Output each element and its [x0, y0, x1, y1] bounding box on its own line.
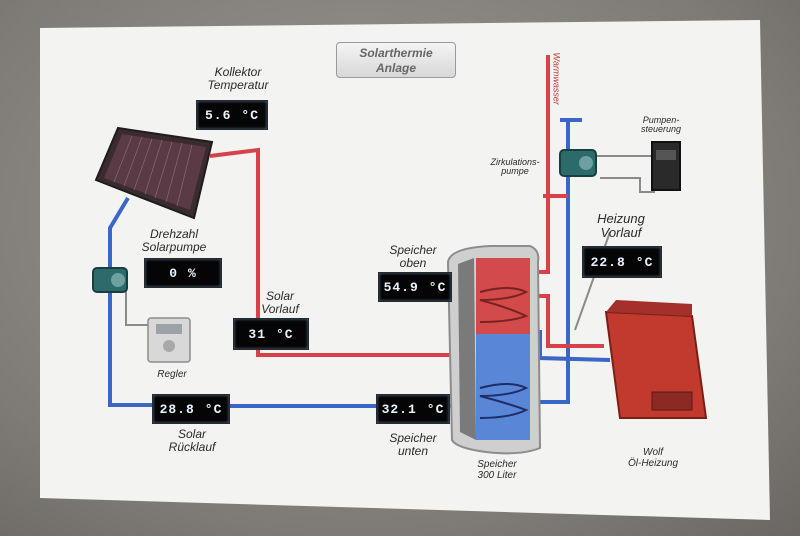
- title-line2: Anlage: [375, 61, 416, 75]
- display-speicher-unten: 32.1 °C: [376, 394, 450, 424]
- label-regler: Regler: [157, 369, 187, 380]
- regler-icon: [147, 317, 191, 363]
- display-value: 32.1: [381, 401, 417, 417]
- display-speicher-oben: 54.9 °C: [378, 272, 452, 302]
- solar-pump-icon: [92, 267, 128, 293]
- label-warmwasser: Warmwasser: [551, 52, 562, 105]
- display-value: 54.9: [383, 279, 419, 295]
- display-value: 28.8: [159, 401, 195, 417]
- label-zirkulationspumpe: Zirkulations-pumpe: [490, 157, 540, 177]
- diagram-title-box: Solarthermie Anlage: [336, 42, 456, 78]
- oil-boiler-icon: [604, 300, 708, 419]
- display-kollektor-temperatur: 5.6 °C: [196, 100, 268, 130]
- display-solar-ruecklauf: 28.8 °C: [152, 394, 230, 424]
- display-value: 31: [248, 326, 266, 342]
- display-unit: °C: [426, 401, 445, 417]
- label-pumpensteuerung: Pumpen-steuerung: [640, 115, 682, 135]
- display-value: 5.6: [204, 107, 232, 123]
- solar-collector-icon: [94, 126, 214, 220]
- pump-controller-icon: [651, 141, 681, 191]
- circulation-pump-icon: [559, 149, 597, 177]
- display-drehzahl-solarpumpe: 0%: [144, 258, 222, 288]
- display-heizung-vorlauf: 22.8 °C: [582, 246, 662, 278]
- display-value: 22.8: [590, 254, 626, 270]
- display-unit: °C: [241, 107, 259, 123]
- display-unit: °C: [204, 401, 223, 417]
- display-value: 0: [169, 265, 178, 281]
- display-unit: %: [188, 265, 197, 281]
- display-unit: °C: [635, 254, 654, 270]
- display-solar-vorlauf: 31 °C: [233, 318, 309, 350]
- title-line1: Solarthermie: [359, 46, 433, 60]
- display-unit: °C: [428, 279, 447, 295]
- storage-tank: [446, 245, 542, 455]
- display-unit: °C: [276, 326, 294, 342]
